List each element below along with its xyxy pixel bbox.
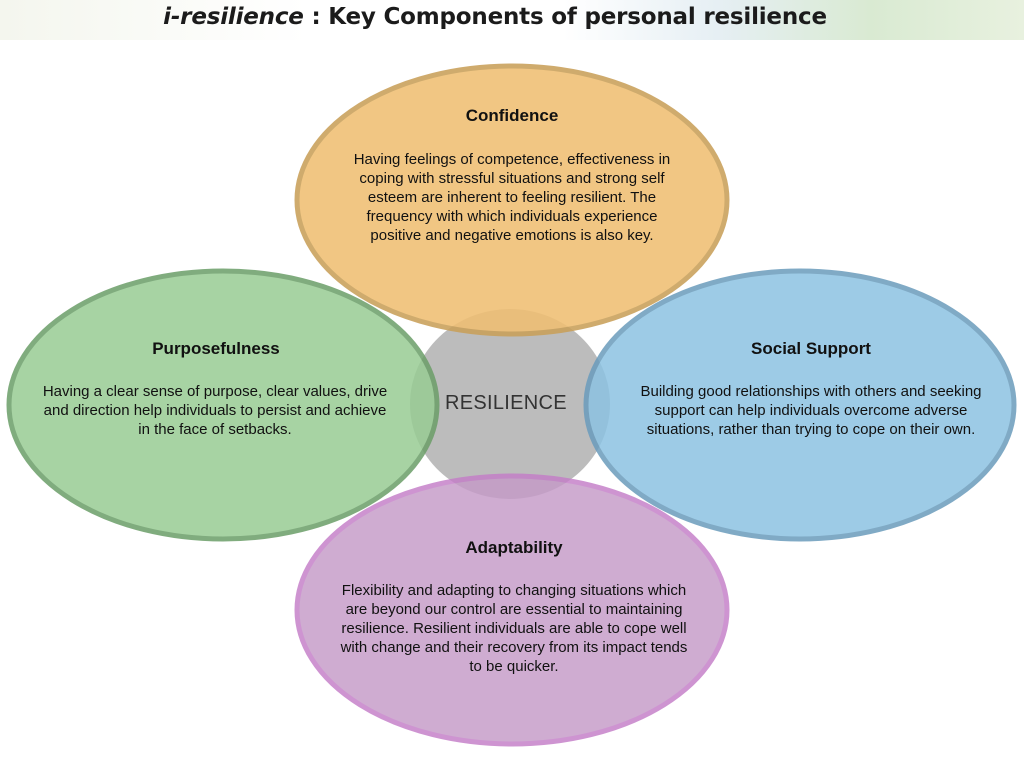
confidence-body: Having feelings of competence, effective… — [353, 151, 671, 244]
adaptability-heading: Adaptability — [465, 538, 563, 557]
social-support-ellipse — [583, 268, 1017, 542]
confidence-ellipse — [294, 63, 730, 337]
purposefulness-body: Having a clear sense of purpose, clear v… — [42, 383, 388, 438]
center-circle — [410, 309, 610, 499]
confidence-heading: Confidence — [465, 106, 559, 125]
purposefulness-ellipse — [6, 268, 440, 542]
adaptability-body: Flexibility and adapting to changing sit… — [340, 582, 688, 675]
purposefulness-heading: Purposefulness — [152, 339, 280, 358]
social-support-heading: Social Support — [751, 339, 871, 358]
center-label: RESILIENCE — [445, 392, 567, 414]
adaptability-ellipse — [294, 473, 730, 747]
title-rest: : Key Components of personal resilience — [303, 4, 827, 30]
social-support-body: Building good relationships with others … — [640, 383, 982, 438]
header-band — [0, 0, 1024, 40]
title-italic: i-resilience — [163, 4, 304, 30]
page-title: i-resilience : Key Components of persona… — [0, 4, 990, 30]
